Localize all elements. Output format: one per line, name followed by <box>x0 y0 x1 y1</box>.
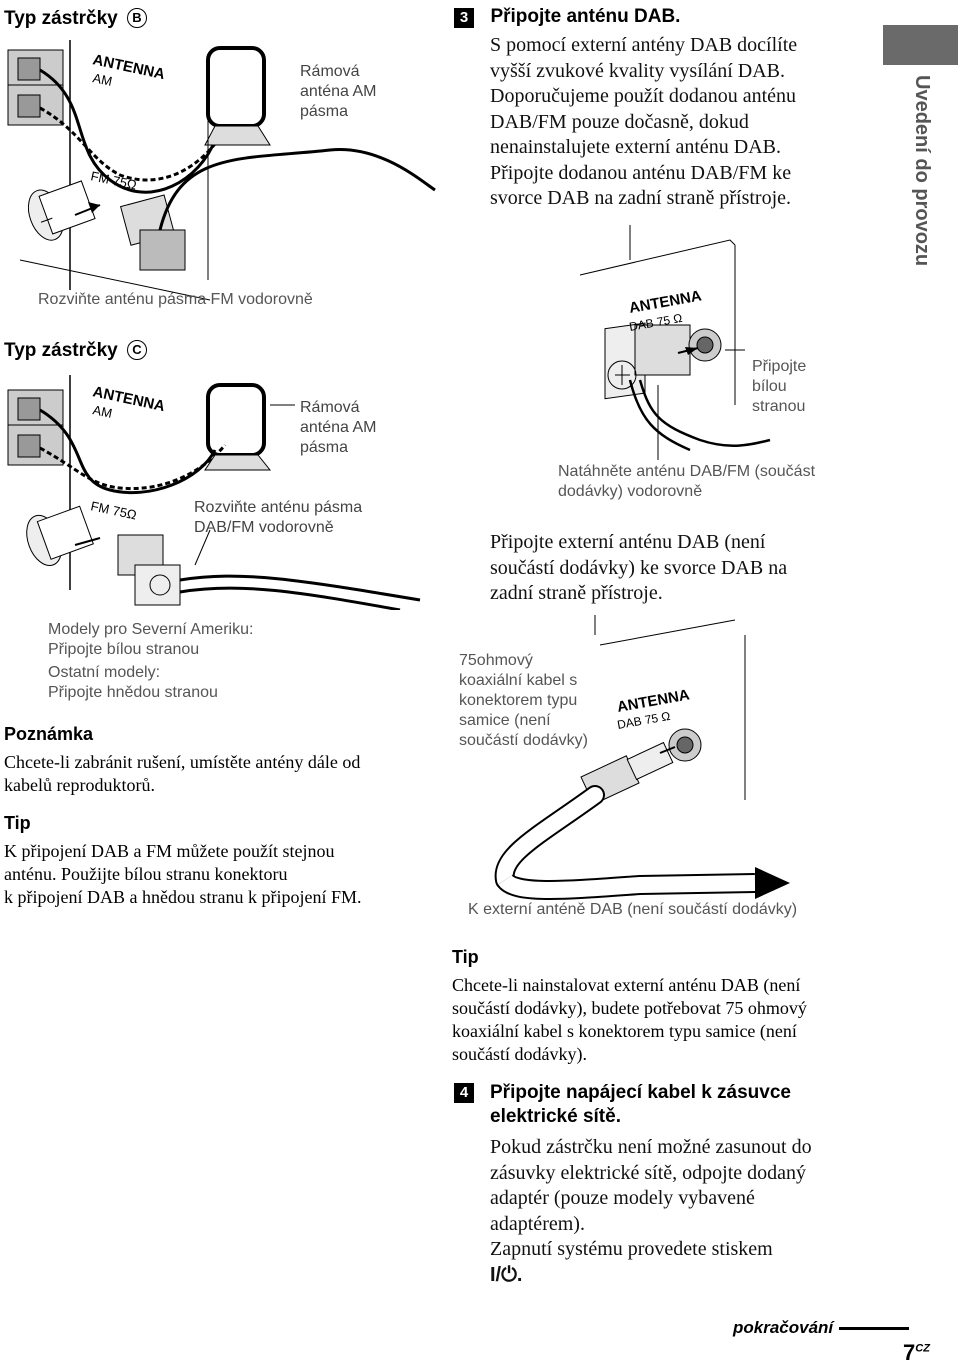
fig3-white-side-label: Připojte bílou stranou <box>752 357 806 417</box>
figure-dab-supplied-antenna: ANTENNA DAB 75 Ω <box>579 225 771 460</box>
fig4-caption: K externí anténě DAB (není součástí dodá… <box>468 901 798 918</box>
fig1-caption: Rozviňte anténu pásma FM vodorovně <box>38 291 313 308</box>
step4-line2: zásuvky elektrické sítě, odpojte dodaný <box>490 1161 807 1184</box>
external-antenna-text: Připojte externí anténu DAB (není součás… <box>490 530 870 607</box>
fig2-other-line2: Připojte hnědou stranou <box>48 684 218 701</box>
tip-right-line1: Chcete-li nainstalovat externí anténu DA… <box>452 975 801 995</box>
plug-b-letter: B <box>126 8 147 28</box>
tip-left-body: K připojení DAB a FM můžete použít stejn… <box>4 840 434 909</box>
fig4-cable-line5: součástí dodávky) <box>459 732 588 749</box>
step4-header: 4 Připojte napájecí kabel k zásuvce elek… <box>454 1081 874 1129</box>
page-number-suffix: CZ <box>915 1342 930 1355</box>
fig2-loop-label-line1: Rámová <box>300 399 360 416</box>
step3-line3: Doporučujeme použít dodanou anténu <box>490 85 797 107</box>
step4-line1: Pokud zástrčku není možné zasunout do <box>490 1136 812 1158</box>
plug-b-title-text: Typ zástrčky <box>4 8 118 29</box>
fig3-caption-line1: Natáhněte anténu DAB/FM (součást <box>558 463 816 480</box>
tip-right-section: Tip Chcete-li nainstalovat externí antén… <box>452 947 872 1066</box>
plug-c-title-text: Typ zástrčky <box>4 340 118 361</box>
fig3-white-line3: stranou <box>752 398 806 415</box>
step3-line2: vyšší zvukové kvality vysílání DAB. <box>490 59 785 82</box>
fig3-white-line1: Připojte <box>752 358 807 375</box>
step3-number: 3 <box>454 8 474 28</box>
fig2-loop-label-line3: pásma <box>300 439 348 456</box>
fig4-cable-line4: samice (není <box>459 712 551 729</box>
fig1-loop-label-line2: anténa AM <box>300 83 377 100</box>
side-tab-bar <box>883 25 958 65</box>
fig3-caption-line2: dodávky) vodorovně <box>558 483 703 500</box>
step4-line5: Zapnutí systému provedete stiskem <box>490 1238 773 1260</box>
note-line1: Chcete-li zabránit rušení, umístěte anté… <box>4 752 361 772</box>
plug-b-title: Typ zástrčky B <box>4 8 147 30</box>
step3-line6: Připojte dodanou anténu DAB/FM ke <box>490 161 792 184</box>
step3-line1: S pomocí externí antény DAB docílíte <box>490 34 798 56</box>
tip-right-title: Tip <box>452 947 479 967</box>
step3-line4: DAB/FM pouze dočasně, dokud <box>490 110 749 133</box>
fig2-loop-label-line2: anténa AM <box>300 419 377 436</box>
fig2-am-label: AM <box>91 402 113 421</box>
external-line1: Připojte externí anténu DAB (není <box>490 531 766 553</box>
tip-left-line2: anténu. Použijte bílou stranu konektoru <box>4 864 288 884</box>
plug-c-title: Typ zástrčky C <box>4 340 147 362</box>
step3-body: S pomocí externí antény DAB docílíte vyš… <box>490 33 870 212</box>
fig4-cable-line2: koaxiální kabel s <box>459 672 578 689</box>
tip-left-line3: k připojení DAB a hnědou stranu k připoj… <box>4 887 362 907</box>
step4-body: Pokud zástrčku není možné zasunout do zá… <box>490 1135 870 1288</box>
step4-title-line1: Připojte napájecí kabel k zásuvce <box>490 1082 791 1103</box>
fig4-cable-label: 75ohmový koaxiální kabel s konektorem ty… <box>459 651 588 751</box>
step4-title: Připojte napájecí kabel k zásuvce elektr… <box>490 1081 874 1129</box>
step3-header: 3 Připojte anténu DAB. <box>454 6 680 28</box>
tip-left-line1: K připojení DAB a FM můžete použít stejn… <box>4 841 335 861</box>
section-side-tab: Uvedení do provozu <box>881 0 960 300</box>
tip-left-title: Tip <box>4 813 31 833</box>
note-body: Chcete-li zabránit rušení, umístěte anté… <box>4 751 434 797</box>
page-number: 7CZ <box>903 1340 930 1366</box>
side-tab-text: Uvedení do provozu <box>911 75 933 267</box>
fig2-extend-label-line1: Rozviňte anténu pásma <box>194 499 362 516</box>
step4-line4: adaptérem). <box>490 1212 585 1235</box>
continue-footer: pokračování <box>733 1318 910 1338</box>
external-line3: zadní straně přístroje. <box>490 582 663 604</box>
fig1-am-label: AM <box>91 70 113 89</box>
step4-title-line2: elektrické sítě. <box>490 1106 621 1127</box>
fig4-cable-line3: konektorem typu <box>459 692 578 709</box>
fig3-antenna-label: ANTENNA <box>628 287 703 317</box>
figure-am-fm-antenna-b: ANTENNA AM FM 75Ω Rámová anténa AM pásma <box>7 40 436 301</box>
continue-bar <box>839 1326 910 1330</box>
continue-label: pokračování <box>733 1318 834 1337</box>
step3-line5: nenainstalujete externí anténu DAB. <box>490 136 782 158</box>
fig4-cable-line1: 75ohmový <box>459 652 533 669</box>
tip-right-line3: koaxiální kabel s konektorem typu samice… <box>452 1021 797 1041</box>
tip-right-body: Chcete-li nainstalovat externí anténu DA… <box>452 974 872 1066</box>
fig1-loop-label-line3: pásma <box>300 103 348 120</box>
fig1-fm-label: FM 75Ω <box>89 168 138 192</box>
fig2-other-line1: Ostatní modely: <box>48 664 161 681</box>
fig2-models-line1: Modely pro Severní Ameriku: <box>48 621 254 638</box>
fig3-caption: Natáhněte anténu DAB/FM (součást dodávky… <box>558 462 815 502</box>
fig2-models-line2: Připojte bílou stranou <box>48 641 200 658</box>
fig2-models-note: Modely pro Severní Ameriku: Připojte bíl… <box>48 620 253 703</box>
step3-title: Připojte anténu DAB. <box>490 6 681 27</box>
tip-left-section: Tip K připojení DAB a FM můžete použít s… <box>4 813 434 909</box>
step4-line3: adaptér (pouze modely vybavené <box>490 1187 755 1209</box>
fig3-white-line2: bílou <box>752 378 787 395</box>
note-section: Poznámka Chcete-li zabránit rušení, umís… <box>4 724 434 797</box>
step3-line7: svorce DAB na zadní straně přístroje. <box>490 187 792 209</box>
fig2-fm-label: FM 75Ω <box>89 498 138 522</box>
fig2-extend-label-line2: DAB/FM vodorovně <box>194 519 334 536</box>
plug-c-letter: C <box>126 340 147 360</box>
note-line2: kabelů reproduktorů. <box>4 775 155 795</box>
page-number-value: 7 <box>903 1340 916 1365</box>
fig1-loop-label-line1: Rámová <box>300 63 360 80</box>
figure-am-fm-antenna-c: ANTENNA AM FM 75Ω Rámová anténa AM pásma… <box>7 375 421 610</box>
power-symbol: I/⏻. <box>490 1263 523 1286</box>
figure-dab-external-cable: ANTENNA DAB 75 Ω <box>494 615 790 900</box>
tip-right-line2: součástí dodávky), budete potřebovat 75 … <box>452 998 807 1018</box>
tip-right-line4: součástí dodávky). <box>452 1044 587 1064</box>
external-line2: součástí dodávky) ke svorce DAB na <box>490 556 788 579</box>
note-title: Poznámka <box>4 724 94 744</box>
step4-number: 4 <box>454 1083 474 1103</box>
